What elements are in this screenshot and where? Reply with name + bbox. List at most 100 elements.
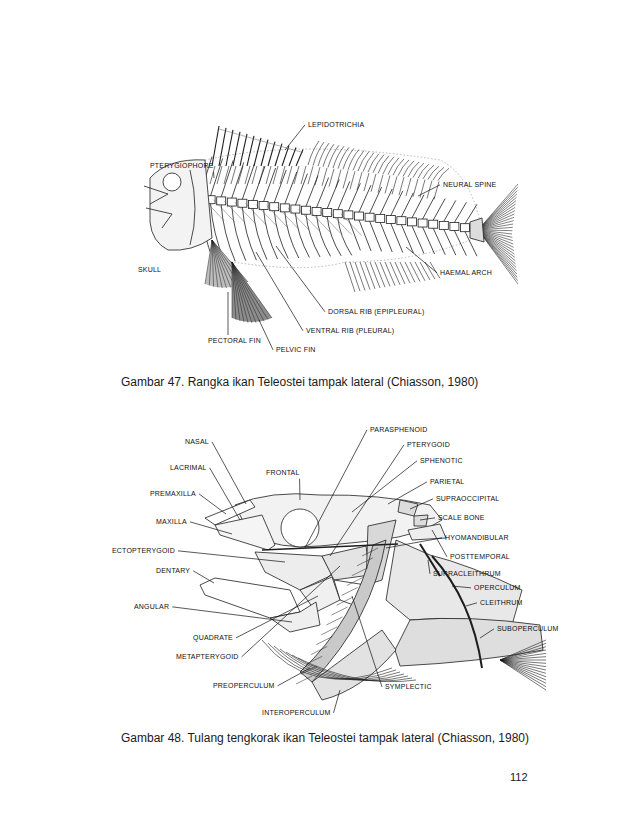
fin-ray <box>375 262 385 287</box>
fin-ray <box>478 217 514 230</box>
leader-line <box>256 252 303 331</box>
pterygiophore <box>259 166 264 184</box>
fin-ray <box>418 164 429 178</box>
pterygiophore <box>224 166 229 184</box>
orbit <box>281 509 319 547</box>
fin-ray <box>408 162 419 177</box>
fin-ray <box>390 262 400 285</box>
vertebra <box>344 211 353 219</box>
fin-ray <box>232 262 268 320</box>
fin-spine <box>275 144 282 166</box>
fin-spine <box>240 134 247 166</box>
pelvic-fin <box>232 262 272 323</box>
fin-ray <box>378 156 389 174</box>
fin-ray <box>355 262 365 290</box>
pterygiophore <box>434 181 439 199</box>
neural-spine <box>221 160 233 197</box>
parasphenoid-bone <box>262 544 398 550</box>
dorsal-rib <box>277 207 298 229</box>
dorsal-rib <box>235 202 256 224</box>
pterygiophore <box>280 166 285 184</box>
hatch-line <box>362 548 378 556</box>
fin-ray <box>212 240 248 282</box>
fin-ray <box>478 197 516 230</box>
fin-ray <box>500 660 546 683</box>
hatch-line <box>296 676 312 684</box>
skull-drawing <box>144 160 212 250</box>
part-label: SUPRACLEITHRUM <box>433 570 501 578</box>
branchiostegal-rays <box>262 640 416 682</box>
branchiostegal-ray <box>298 658 416 682</box>
pterygiophore <box>273 166 278 184</box>
fin-ray <box>400 262 410 283</box>
pterygiophore <box>378 175 383 193</box>
leader-line <box>452 586 471 588</box>
fin-ray <box>232 262 252 323</box>
leader-line <box>428 560 430 574</box>
fin-ray <box>420 262 430 280</box>
vertebra <box>376 214 385 222</box>
dorsal-rib <box>224 201 245 223</box>
leader-line <box>199 494 226 514</box>
dorsal-rib <box>256 204 277 226</box>
pterygiophore <box>266 166 271 184</box>
neural-spine <box>444 200 456 221</box>
leader-line <box>388 482 427 504</box>
part-label: CLEITHRUM <box>480 599 523 607</box>
neural-spine <box>359 185 371 212</box>
part-label: SKULL <box>138 266 161 274</box>
haemal-spine <box>359 220 371 251</box>
fin-ray <box>500 640 546 660</box>
fin-ray <box>365 262 375 289</box>
fin-spine <box>212 126 219 166</box>
pterygiophore <box>252 166 257 184</box>
neural-spine <box>380 189 392 214</box>
fin-membrane <box>219 129 303 153</box>
dorsal-rib <box>288 208 309 230</box>
orbit <box>163 173 181 191</box>
leader-line <box>193 571 214 583</box>
jaws <box>144 170 195 245</box>
leader-line <box>285 125 305 150</box>
haemal-spine <box>423 227 435 254</box>
part-label: PELVIC FIN <box>276 346 316 354</box>
interoperculum-bone <box>312 630 396 700</box>
pterygiophore <box>413 179 418 197</box>
leader-line <box>410 499 433 509</box>
hatch-line <box>337 597 353 605</box>
part-label: METAPTERYGOID <box>176 653 239 661</box>
anal-fin <box>345 262 440 292</box>
pterygiophore <box>399 177 404 195</box>
fin-ray <box>205 240 212 284</box>
neural-spine <box>433 199 445 221</box>
part-label: SPHENOTIC <box>420 457 463 465</box>
part-label: DENTARY <box>156 567 190 575</box>
pterygiophore <box>336 170 341 188</box>
pterygiophore <box>385 175 390 193</box>
haemal-spine <box>412 226 424 254</box>
body-outline <box>205 149 480 268</box>
page-number: 112 <box>510 771 528 783</box>
part-label: NASAL <box>185 438 209 446</box>
neural-spine <box>295 174 307 205</box>
pterygiophore <box>371 174 376 192</box>
vertebra <box>408 218 417 226</box>
neural-spine <box>253 166 265 200</box>
fin-spine <box>226 130 233 166</box>
haemal-spine <box>444 229 456 255</box>
fin-ray <box>425 262 435 279</box>
fin-ray <box>388 158 399 175</box>
fin-ray <box>410 262 420 282</box>
fin-ray <box>478 194 517 230</box>
fish-skeleton <box>144 126 518 323</box>
fin-ray <box>500 660 546 687</box>
pterygiophore <box>287 166 292 184</box>
pterygiophore <box>392 176 397 194</box>
fin-ray <box>478 214 514 230</box>
pterygiophores <box>210 166 439 199</box>
ventral-rib <box>327 217 341 256</box>
ventral-rib <box>295 213 309 257</box>
pterygiophore <box>217 166 222 184</box>
part-label: SYMPLECTIC <box>385 683 432 691</box>
ventral-rib <box>317 215 331 256</box>
